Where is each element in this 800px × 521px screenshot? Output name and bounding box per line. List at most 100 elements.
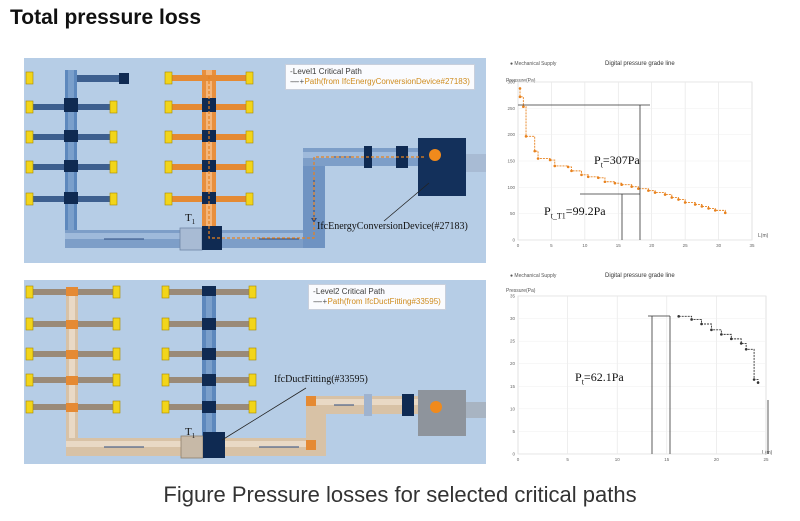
y-tick-label: 10: [510, 406, 516, 411]
data-point: [720, 333, 723, 336]
y-tick-label: 15: [510, 384, 516, 389]
data-point: [603, 180, 607, 184]
data-point: [723, 211, 727, 215]
branch-left-level2: [25, 285, 121, 448]
y-tick-label: 100: [507, 185, 515, 190]
x-tick-label: 0: [517, 457, 520, 462]
label-t1-level1: T1: [185, 212, 196, 227]
y-tick-label: 5: [512, 429, 515, 434]
x-tick-label: 10: [582, 243, 588, 248]
chart2-ylabel: Pressure(Pa): [506, 288, 536, 294]
branch-left-level1: [25, 70, 129, 240]
data-point: [522, 105, 525, 108]
data-point: [670, 196, 674, 199]
x-tick-label: 10: [615, 457, 621, 462]
data-point: [744, 347, 748, 351]
data-point: [570, 169, 573, 173]
x-tick-label: 30: [716, 243, 722, 248]
fitting-label-level2: IfcDuctFitting(#33595): [274, 374, 368, 385]
legend-item-path: ----- + Path(from IfcEnergyConversionDev…: [290, 77, 470, 86]
duct-diagram-level1-svg: [24, 58, 486, 263]
legend-level2: - Level2 Critical Path ----- + Path(from…: [308, 284, 446, 310]
chart2-legend: ● Mechanical Supply: [510, 273, 557, 279]
data-point: [566, 165, 570, 169]
data-point: [683, 201, 687, 204]
y-tick-label: 300: [507, 80, 515, 85]
legend-item-critical-path: - Level1 Critical Path: [290, 67, 362, 76]
data-point: [580, 173, 583, 177]
chart1-ylabel: Pressure(Pa): [506, 78, 536, 84]
device-label-level1: IfcEnergyConversionDevice(#27183): [317, 221, 468, 232]
y-tick-label: 0: [512, 238, 515, 243]
chart2-annotation-total: Pt=62.1Pa: [575, 370, 624, 387]
data-point: [536, 157, 540, 160]
critical-path-line-level1: [208, 76, 424, 239]
data-point: [710, 328, 713, 332]
data-point: [533, 149, 537, 153]
label-t1-level2: T1: [185, 426, 196, 441]
x-tick-label: 20: [714, 457, 720, 462]
data-point: [756, 381, 760, 384]
data-point: [677, 198, 680, 201]
x-tick-label: 25: [683, 243, 689, 248]
leader-line-level2: [221, 387, 307, 441]
y-tick-label: 25: [510, 339, 516, 344]
data-point: [613, 181, 617, 185]
leader-line-level1: [383, 182, 430, 222]
figure-caption: Figure Pressure losses for selected crit…: [163, 482, 637, 507]
legend-item-critical-path: - Level2 Critical Path: [313, 287, 385, 296]
data-point: [729, 337, 733, 341]
chart1-xlabel: L(m): [758, 233, 769, 239]
data-point: [700, 322, 703, 326]
data-point: [653, 191, 657, 194]
x-tick-label: 20: [649, 243, 655, 248]
pressure-chart-1: ● Mechanical Supply Digital pressure gra…: [500, 58, 770, 263]
chart1-annotation-t1: Pt_T1=99.2Pa: [544, 204, 606, 221]
chart1-legend: ● Mechanical Supply: [510, 61, 557, 67]
series-line: [519, 88, 726, 213]
data-point: [553, 164, 557, 168]
x-tick-label: 15: [616, 243, 622, 248]
data-point: [630, 185, 633, 188]
x-tick-label: 5: [566, 457, 569, 462]
chart2-xlabel: L(m): [762, 450, 773, 456]
data-point: [647, 189, 650, 192]
data-point: [739, 342, 743, 345]
y-tick-label: 30: [510, 316, 516, 321]
data-point: [596, 176, 600, 180]
chart1-title: Digital pressure grade line: [605, 61, 675, 67]
y-tick-label: 200: [507, 132, 515, 137]
data-point: [518, 87, 522, 90]
duct-diagram-level1: - Level1 Critical Path ----- + Path(from…: [24, 58, 486, 263]
branch-middle-level2: [161, 285, 257, 438]
y-tick-label: 20: [510, 361, 516, 366]
slide-title: Total pressure loss: [10, 6, 202, 29]
data-point: [586, 175, 590, 179]
data-point: [548, 158, 552, 162]
data-point: [620, 183, 623, 186]
series-line: [678, 315, 759, 383]
pressure-chart-2: ● Mechanical Supply Digital pressure gra…: [500, 270, 773, 470]
x-tick-label: 25: [763, 457, 769, 462]
data-point: [752, 378, 756, 381]
data-point: [637, 187, 640, 190]
x-tick-label: 15: [664, 457, 670, 462]
data-point: [693, 203, 697, 206]
data-point: [690, 318, 693, 321]
duct-diagram-level2-svg: [24, 280, 486, 464]
trunk-duct-level2: [66, 390, 486, 459]
chart1-annotation-total: Pt=307Pa: [594, 153, 640, 170]
data-point: [677, 315, 681, 318]
data-point: [518, 95, 522, 99]
duct-diagram-level2: - Level2 Critical Path ----- + Path(from…: [24, 280, 486, 464]
legend-item-path: ----- + Path(from IfcDuctFitting#33595): [313, 297, 441, 306]
y-tick-label: 250: [507, 106, 515, 111]
data-point: [713, 209, 717, 212]
data-point: [700, 205, 704, 208]
y-tick-label: 50: [510, 211, 516, 216]
y-tick-label: 35: [510, 294, 516, 299]
data-point: [663, 193, 667, 196]
data-point: [524, 135, 528, 138]
